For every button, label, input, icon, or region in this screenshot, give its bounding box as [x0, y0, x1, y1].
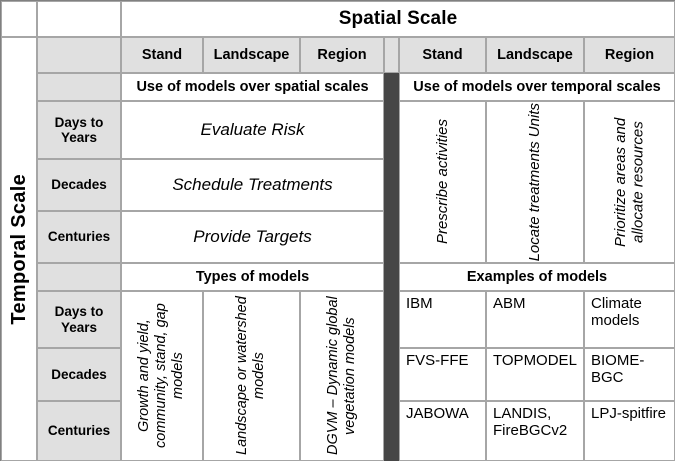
lower-left-text-growth-and-yield: Growth and yield, community, stand, gap … [136, 303, 187, 449]
upper-right-cell-prescribe-activities: Prescribe activities [399, 101, 486, 263]
lower-left-cell-landscape-watershed: Landscape or watershed models [203, 291, 300, 461]
spatial-header-left-landscape: Landscape [203, 37, 300, 73]
temporal-label-upper-decades: Decades [37, 159, 121, 211]
example-model-landscape-decades: TOPMODEL [486, 348, 584, 401]
section-divider-upper [384, 73, 399, 263]
band-upper-rowlabel-spacer [37, 73, 121, 101]
example-model-stand-centuries: JABOWA [399, 401, 486, 461]
temporal-label-upper-centuries: Centuries [37, 211, 121, 263]
example-model-stand-decades: FVS-FFE [399, 348, 486, 401]
corner-cell-outer [1, 1, 37, 37]
upper-left-cell-provide-targets: Provide Targets [121, 211, 384, 263]
example-model-stand-days: IBM [399, 291, 486, 348]
lower-left-text-landscape-watershed: Landscape or watershed models [234, 296, 268, 456]
example-model-region-days: Climate models [584, 291, 675, 348]
example-model-landscape-days: ABM [486, 291, 584, 348]
lower-left-cell-dgvm: DGVM – Dynamic global vegetation models [300, 291, 384, 461]
upper-right-text-locate-treatments-units: Locate treatments Units [526, 102, 544, 262]
upper-left-cell-evaluate-risk: Evaluate Risk [121, 101, 384, 159]
spatial-header-right-landscape: Landscape [486, 37, 584, 73]
band-use-of-models-spatial: Use of models over spatial scales [121, 73, 384, 101]
upper-right-cell-locate-treatments-units: Locate treatments Units [486, 101, 584, 263]
spatial-header-left-region: Region [300, 37, 384, 73]
upper-left-cell-schedule-treatments: Schedule Treatments [121, 159, 384, 211]
band-types-of-models: Types of models [121, 263, 384, 291]
upper-right-text-prioritize-areas: Prioritize areas and allocate resources [611, 117, 647, 247]
corner-cell-inner [37, 1, 121, 37]
band-examples-of-models: Examples of models [399, 263, 675, 291]
example-model-region-centuries: LPJ-spitfire [584, 401, 675, 461]
spatial-header-right-stand: Stand [399, 37, 486, 73]
temporal-label-lower-decades: Decades [37, 348, 121, 401]
example-model-landscape-centuries: LANDIS, FireBGCv2 [486, 401, 584, 461]
spatial-header-left-stand: Stand [121, 37, 203, 73]
lower-left-text-dgvm: DGVM – Dynamic global vegetation models [324, 296, 358, 456]
temporal-label-lower-days-to-years: Days to Years [37, 291, 121, 348]
lower-left-cell-growth-and-yield: Growth and yield, community, stand, gap … [121, 291, 203, 461]
upper-right-cell-prioritize-areas: Prioritize areas and allocate resources [584, 101, 675, 263]
divider-header-spacer [384, 37, 399, 73]
section-divider-lower [384, 263, 399, 461]
temporal-scale-title-cell: Temporal Scale [1, 37, 37, 461]
band-use-of-models-temporal: Use of models over temporal scales [399, 73, 675, 101]
band-lower-rowlabel-spacer [37, 263, 121, 291]
temporal-label-upper-days-to-years: Days to Years [37, 101, 121, 159]
temporal-scale-title: Temporal Scale [7, 173, 30, 325]
header-rowlabel-spacer [37, 37, 121, 73]
example-model-region-decades: BIOME-BGC [584, 348, 675, 401]
spatial-scale-title: Spatial Scale [121, 1, 675, 37]
spatial-header-right-region: Region [584, 37, 675, 73]
upper-right-text-prescribe-activities: Prescribe activities [433, 119, 451, 245]
temporal-label-lower-centuries: Centuries [37, 401, 121, 461]
